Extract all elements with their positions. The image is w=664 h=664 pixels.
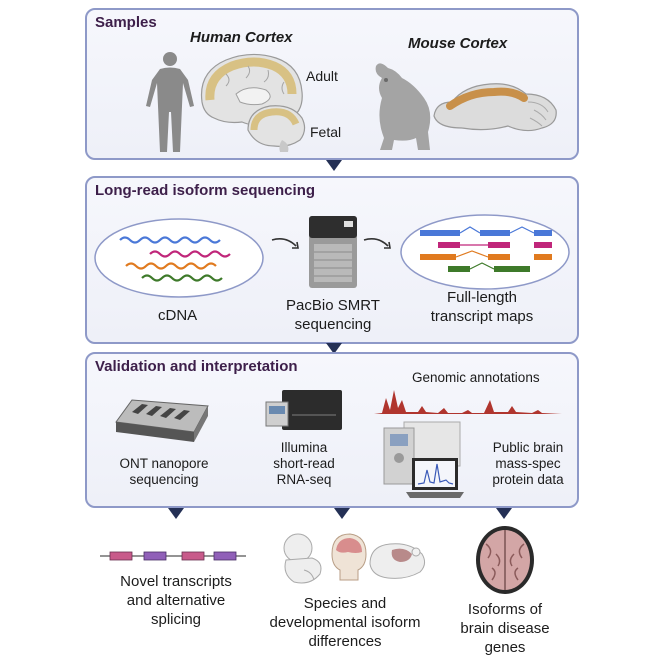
mouse-head-brain-icon xyxy=(369,543,426,579)
illumina-label: Illumina short-read RNA-seq xyxy=(260,440,348,488)
pacbio-label: PacBio SMRT sequencing xyxy=(286,296,380,334)
brain-mri-icon xyxy=(476,526,534,594)
illumina-line-3: RNA-seq xyxy=(276,472,332,487)
disease-line-3: genes xyxy=(484,639,526,656)
mass-line-3: protein data xyxy=(492,472,564,487)
transcript-map-ellipse-icon xyxy=(400,214,570,290)
species-line-2: developmental isoform xyxy=(269,614,421,631)
validation-title: Validation and interpretation xyxy=(95,358,298,375)
mouse-brain-icon xyxy=(433,83,557,132)
cdna-ellipse-icon xyxy=(94,218,264,298)
samples-title: Samples xyxy=(95,14,157,31)
genomic-annotations-label: Genomic annotations xyxy=(412,370,540,385)
flow-arrow-1 xyxy=(326,160,342,171)
disease-line-2: brain disease xyxy=(460,620,550,637)
human-cortex-label: Human Cortex xyxy=(190,29,293,46)
species-line-1: Species and xyxy=(303,595,387,612)
flow-arrow-middle xyxy=(334,508,350,519)
mouse-cortex-label: Mouse Cortex xyxy=(408,35,508,52)
mass-line-2: mass-spec xyxy=(495,456,561,471)
transcript-maps-label: Full-length transcript maps xyxy=(420,288,544,326)
flow-arrow-left xyxy=(168,508,184,519)
genomic-track-icon xyxy=(374,390,562,414)
novel-line-2: and alternative xyxy=(126,592,226,609)
illumina-line-1: Illumina xyxy=(280,440,328,455)
mass-line-1: Public brain xyxy=(492,440,564,455)
human-head-brain-icon xyxy=(331,533,367,581)
sequencing-title: Long-read isoform sequencing xyxy=(95,182,316,199)
disease-genes-label: Isoforms of brain disease genes xyxy=(448,600,562,657)
process-arrow-icon xyxy=(271,238,299,249)
pacbio-line-2: sequencing xyxy=(294,316,372,333)
mouse-silhouette-icon xyxy=(375,63,431,150)
pacbio-line-1: PacBio SMRT xyxy=(286,297,380,314)
fetal-brain-icon xyxy=(247,105,306,152)
maps-line-2: transcript maps xyxy=(430,308,534,325)
flow-arrow-right xyxy=(496,508,512,519)
illumina-line-2: short-read xyxy=(273,456,335,471)
fetus-icon xyxy=(283,533,322,584)
novel-transcripts-label: Novel transcripts and alternative splici… xyxy=(102,572,250,629)
cdna-label: cDNA xyxy=(158,307,198,324)
species-developmental-label: Species and developmental isoform differ… xyxy=(258,594,432,651)
ont-line-1: ONT nanopore xyxy=(119,456,209,471)
alternative-splicing-icon xyxy=(100,551,246,561)
maps-line-1: Full-length xyxy=(446,289,518,306)
mass-spec-label: Public brain mass-spec protein data xyxy=(480,440,576,488)
ont-line-2: sequencing xyxy=(129,472,199,487)
pacbio-sequencer-icon xyxy=(309,216,357,288)
illumina-sequencer-icon xyxy=(265,390,342,430)
process-arrow-icon-2 xyxy=(363,238,391,249)
fetal-label: Fetal xyxy=(310,124,342,140)
human-silhouette-icon xyxy=(146,52,194,152)
adult-label: Adult xyxy=(306,68,338,84)
flow-arrow-2 xyxy=(326,343,342,354)
novel-line-3: splicing xyxy=(150,611,202,628)
laptop-spectrum-icon xyxy=(406,458,464,498)
species-line-3: differences xyxy=(308,633,382,650)
novel-line-1: Novel transcripts xyxy=(120,573,232,590)
ont-label: ONT nanopore sequencing xyxy=(112,456,216,488)
nanopore-device-icon xyxy=(115,399,209,442)
disease-line-1: Isoforms of xyxy=(467,601,543,618)
